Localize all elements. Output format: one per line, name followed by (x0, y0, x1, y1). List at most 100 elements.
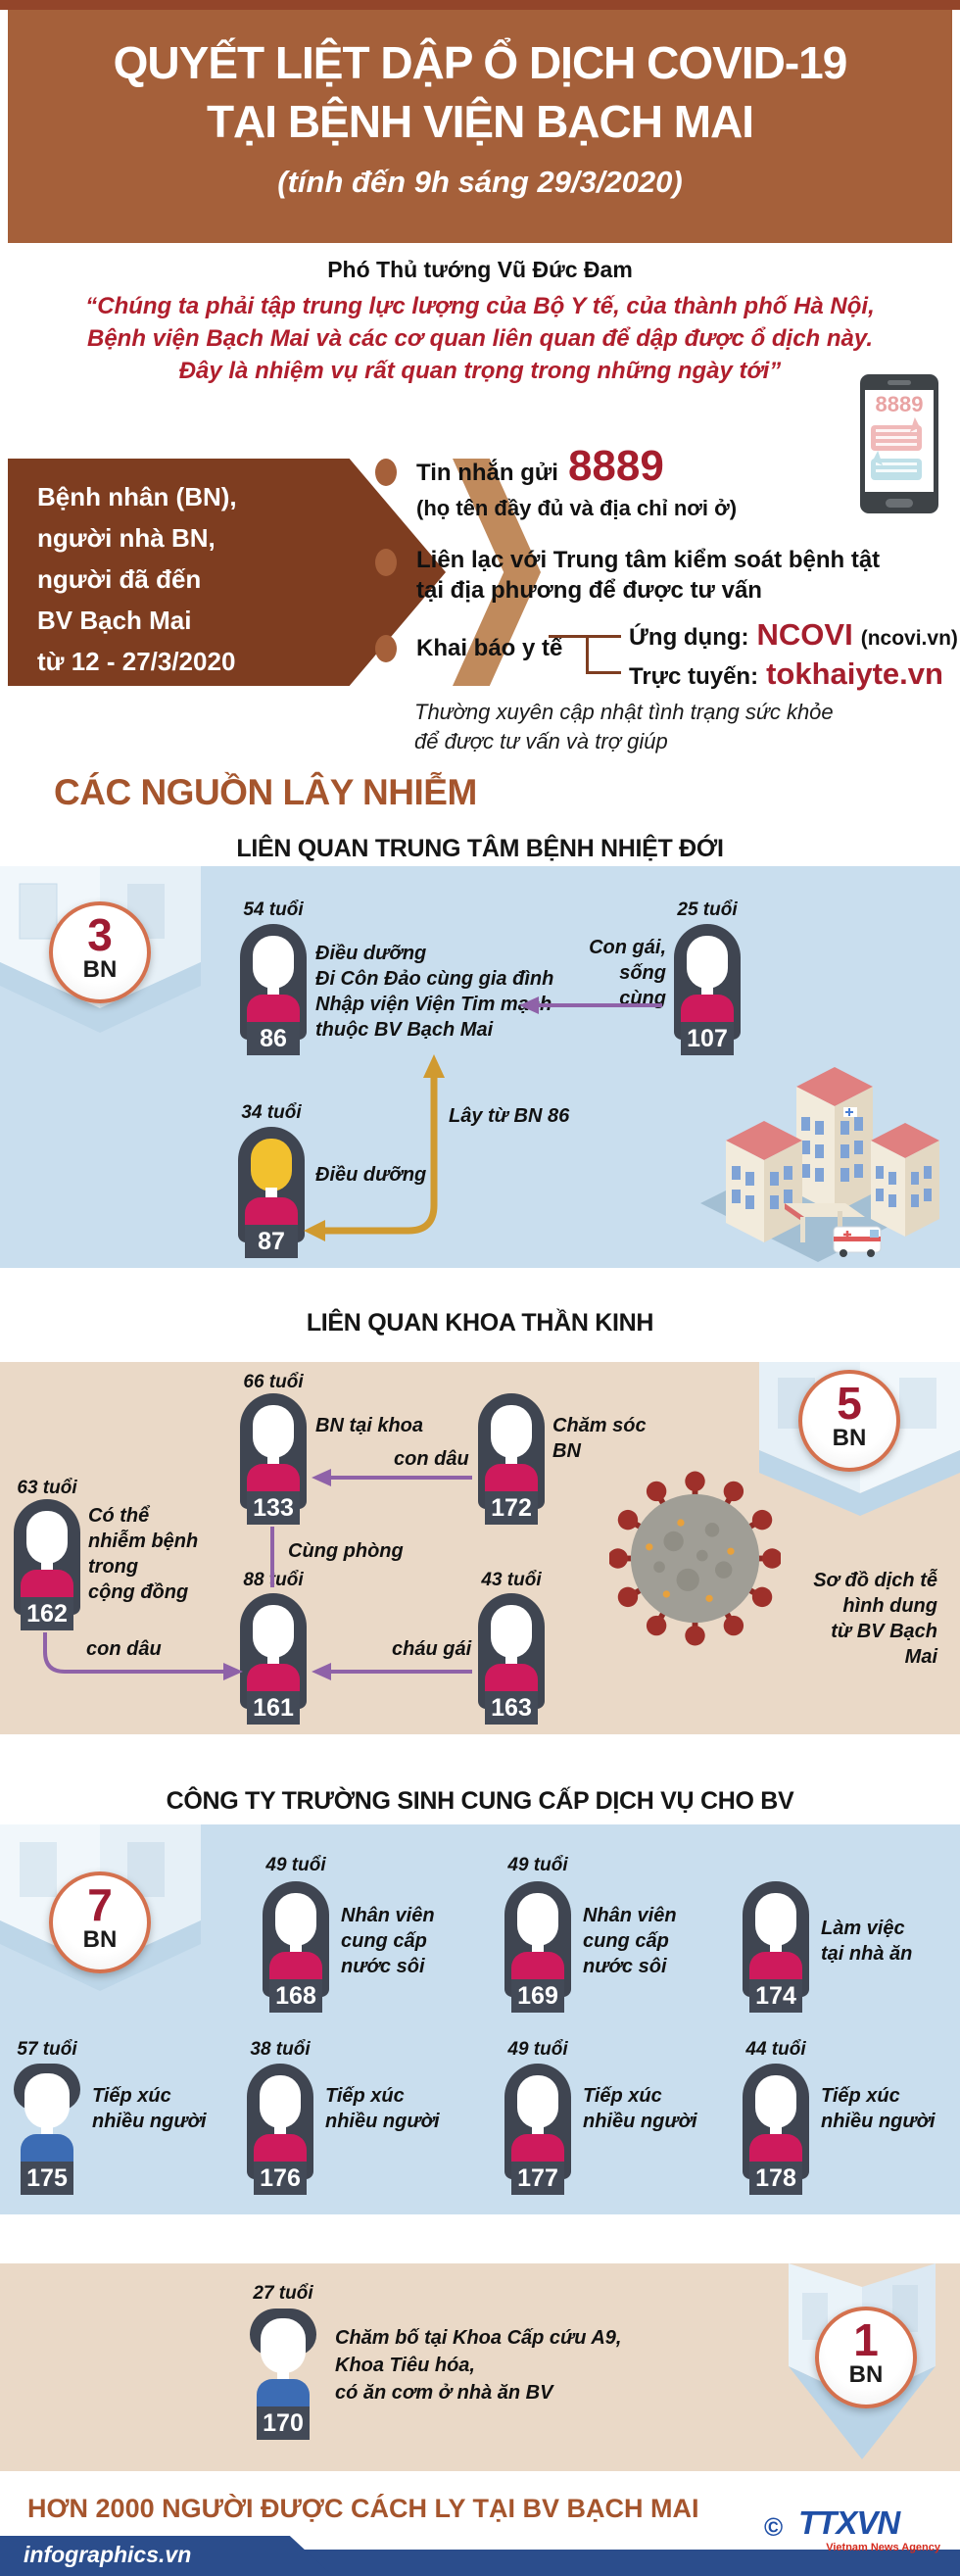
patient-168-age: 49 tuổi (265, 1855, 326, 1875)
label-con-dau-bottom: con dâu (86, 1638, 162, 1660)
contact-instruction: Liên lạc với Trung tâm kiểm soát bệnh tậ… (416, 547, 881, 604)
patient-163-age: 43 tuổi (481, 1570, 542, 1590)
sms-bubble-icon (871, 425, 922, 451)
patient-161-avatar: 161 (240, 1593, 307, 1725)
declare-bracket-vertical-line (586, 635, 589, 674)
page-date-note: (tính đến 9h sáng 29/3/2020) (277, 165, 683, 199)
patient-133-number: 133 (247, 1491, 300, 1525)
patient-86-age: 54 tuổi (243, 899, 304, 920)
declare-web-row: Trực tuyến: tokhaiyte.vn (629, 656, 943, 692)
declare-app-note: (ncovi.vn) (860, 627, 958, 650)
patient-174-number: 174 (749, 1979, 802, 2013)
patient-87-number: 87 (245, 1225, 298, 1258)
footer-site-label: infographics.vn (24, 2542, 192, 2567)
audience-banner-text: Bệnh nhân (BN), người nhà BN, người đã đ… (37, 482, 237, 676)
badge-5bn-count: 5 (837, 1378, 862, 1429)
badge-3bn: 3 BN (49, 901, 151, 1003)
patient-177-desc: Tiếp xúc nhiều người (583, 2085, 697, 2132)
badge-1bn-unit: BN (848, 2361, 884, 2388)
patient-178-age: 44 tuổi (745, 2039, 806, 2060)
patient-87-avatar: 87 (238, 1127, 305, 1258)
declare-app-name: NCOVI (756, 617, 853, 652)
badge-5bn-unit: BN (832, 1425, 867, 1451)
patient-177-number: 177 (511, 2162, 564, 2195)
hospital-building-icon (691, 1039, 945, 1274)
patient-170-desc: Chăm bố tại Khoa Cấp cứu A9, Khoa Tiêu h… (335, 2327, 622, 2404)
patient-175-age: 57 tuổi (17, 2039, 77, 2060)
patient-87-age: 34 tuổi (241, 1102, 302, 1123)
label-con-dau-top: con dâu (394, 1448, 469, 1470)
ttxvn-logo: TTXVN (798, 2504, 900, 2541)
declare-bracket-top-line (549, 635, 621, 638)
badge-3bn-unit: BN (82, 956, 118, 983)
patient-176-avatar: 176 (247, 2064, 313, 2195)
patient-176-number: 176 (254, 2162, 307, 2195)
badge-5bn: 5 BN (798, 1370, 900, 1472)
section-neuro-title: LIÊN QUAN KHOA THẦN KINH (306, 1309, 654, 1337)
patient-170-number: 170 (257, 2406, 310, 2440)
patient-87-desc: Điều dưỡng (315, 1164, 427, 1186)
patient-107-avatar: 107 (674, 924, 741, 1055)
patient-172-desc: Chăm sóc BN (552, 1415, 647, 1462)
badge-7bn: 7 BN (49, 1871, 151, 1973)
patient-133-avatar: 133 (240, 1393, 307, 1525)
badge-1bn: 1 BN (815, 2307, 917, 2408)
patient-86-number: 86 (247, 1022, 300, 1055)
declare-app-row: Ứng dụng: NCOVI (ncovi.vn) (629, 617, 958, 653)
patient-169-number: 169 (511, 1979, 564, 2013)
patient-168-avatar: 168 (263, 1881, 329, 2013)
patient-174-avatar: 174 (743, 1881, 809, 2013)
section-truongsinh-title: CÔNG TY TRƯỜNG SINH CUNG CẤP DỊCH VỤ CHO… (166, 1787, 794, 1815)
copyright-icon: © (764, 2512, 784, 2542)
phone-icon: 8889 (860, 374, 938, 513)
footer-site-banner (0, 2536, 333, 2576)
patient-177-avatar: 177 (504, 2064, 571, 2195)
avatar-masked-face (251, 1139, 292, 1191)
patient-168-desc: Nhân viên cung cấp nước sôi (341, 1905, 435, 1977)
page-title-line2: TẠI BỆNH VIỆN BẠCH MAI (206, 96, 754, 147)
patient-86-desc: Điều dưỡng Đi Côn Đảo cùng gia đình Nhập… (315, 943, 554, 1041)
avatar-shirt (247, 995, 300, 1022)
header-box: QUYẾT LIỆT DẬP Ổ DỊCH COVID-19 TẠI BỆNH … (8, 10, 952, 243)
header-top-strip (0, 0, 960, 10)
patient-172-avatar: 172 (478, 1393, 545, 1525)
health-update-note: Thường xuyên cập nhật tình trạng sức khỏ… (414, 700, 834, 753)
patient-162-desc: Có thể nhiễm bệnh trong cộng đồng (88, 1505, 199, 1603)
bullet-dot-declare (375, 635, 397, 662)
patient-170-avatar: 170 (250, 2309, 316, 2440)
declare-app-label: Ứng dụng: (629, 624, 749, 651)
declare-instruction-label: Khai báo y tế (416, 635, 563, 661)
patient-175-avatar: 175 (14, 2064, 80, 2195)
patient-107-age: 25 tuổi (677, 899, 738, 920)
patient-170-age: 27 tuổi (253, 2283, 313, 2304)
patient-163-avatar: 163 (478, 1593, 545, 1725)
patient-176-age: 38 tuổi (250, 2039, 311, 2060)
audience-banner-arrow (8, 459, 446, 686)
sms-number: 8889 (567, 442, 664, 490)
phone-speaker-bar (888, 380, 911, 385)
patient-178-desc: Tiếp xúc nhiều người (821, 2085, 936, 2132)
patient-161-age: 88 tuổi (243, 1570, 304, 1590)
page-title-line1: QUYẾT LIỆT DẬP Ổ DỊCH COVID-19 (113, 37, 848, 88)
patient-162-age: 63 tuổi (17, 1478, 77, 1498)
patient-107-desc: Con gái, sống cùng (589, 937, 666, 1009)
phone-screen: 8889 (865, 390, 934, 492)
patient-175-number: 175 (21, 2162, 73, 2195)
patient-162-number: 162 (21, 1597, 73, 1630)
badge-1bn-count: 1 (853, 2314, 879, 2365)
patient-176-desc: Tiếp xúc nhiều người (325, 2085, 440, 2132)
label-chau-gai: cháu gái (392, 1638, 472, 1660)
sms-instruction-label: Tin nhắn gửi (416, 460, 558, 486)
declare-web-name: tokhaiyte.vn (766, 656, 943, 691)
patient-133-age: 66 tuổi (243, 1372, 304, 1392)
coronavirus-icon (607, 1468, 783, 1654)
patient-86-avatar: 86 (240, 924, 307, 1055)
patient-162-avatar: 162 (14, 1499, 80, 1630)
patient-161-number: 161 (247, 1691, 300, 1725)
sms-instruction: Tin nhắn gửi 8889 (416, 442, 664, 490)
patient-177-age: 49 tuổi (507, 2039, 568, 2060)
quote-text: “Chúng ta phải tập trung lực lượng của B… (85, 293, 875, 384)
patient-169-desc: Nhân viên cung cấp nước sôi (583, 1905, 677, 1977)
reply-bubble-icon (871, 459, 922, 480)
